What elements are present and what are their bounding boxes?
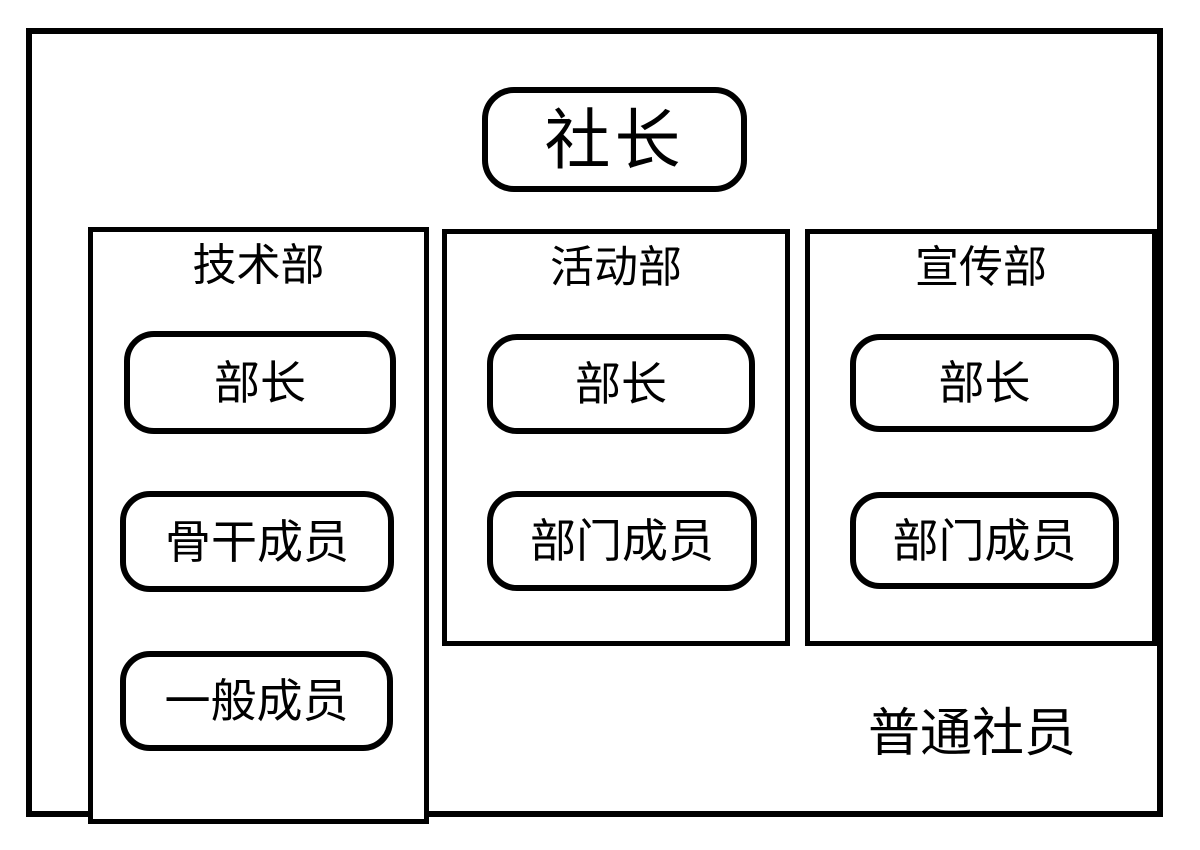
role-box-technology-core-members: 骨干成员 — [120, 491, 394, 592]
role-label: 部长 — [214, 356, 306, 409]
role-box-technology-leader: 部长 — [124, 331, 396, 434]
department-title: 技术部 — [192, 241, 325, 290]
president-box: 社长 — [482, 87, 747, 192]
role-label: 骨干成员 — [165, 515, 349, 568]
ordinary-members-label: 普通社员 — [868, 705, 1077, 763]
department-title: 活动部 — [550, 243, 682, 292]
role-label: 部门成员 — [892, 514, 1077, 567]
role-label: 部长 — [575, 358, 667, 410]
department-title: 宣传部 — [915, 243, 1047, 292]
role-label: 部门成员 — [530, 515, 714, 567]
role-box-activities-members: 部门成员 — [487, 491, 757, 591]
role-box-technology-general-members: 一般成员 — [120, 651, 393, 751]
role-label: 一般成员 — [164, 675, 349, 727]
role-box-publicity-members: 部门成员 — [850, 492, 1119, 589]
role-box-activities-leader: 部长 — [487, 334, 755, 434]
president-label: 社长 — [544, 102, 685, 177]
role-box-publicity-leader: 部长 — [850, 334, 1119, 432]
role-label: 部长 — [938, 357, 1031, 409]
chart-outer-border: 社长 技术部 部长 骨干成员 一般成员 活动部 部长 部门成员 宣传部 部长 — [26, 28, 1163, 824]
